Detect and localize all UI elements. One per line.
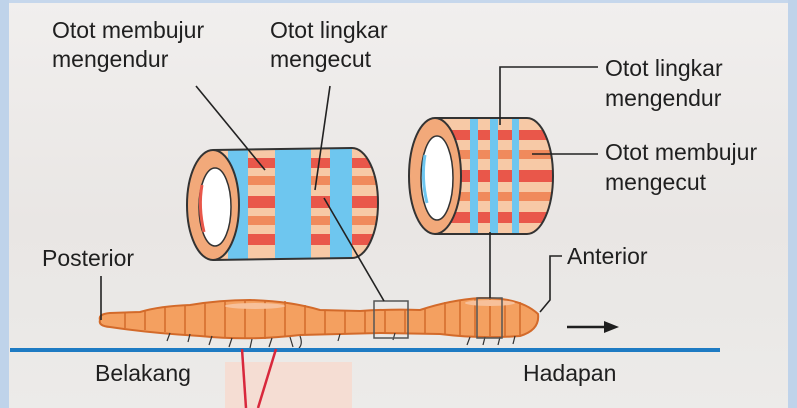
label-circular-relaxed-2: mengendur bbox=[605, 85, 722, 111]
circular-muscle-band bbox=[512, 110, 519, 245]
label-anterior: Anterior bbox=[567, 243, 648, 269]
label-longitudinal-relaxed-2: mengendur bbox=[52, 46, 169, 72]
earthworm bbox=[100, 298, 538, 348]
muscle-segment-contracted-longitudinal bbox=[400, 110, 560, 245]
circular-muscle-band bbox=[490, 110, 498, 245]
right-arrow-icon bbox=[567, 321, 619, 333]
label-circular-relaxed-1: Otot lingkar bbox=[605, 55, 723, 81]
label-circular-contracted-2: mengecut bbox=[270, 46, 372, 72]
label-belakang: Belakang bbox=[95, 360, 191, 386]
label-hadapan: Hadapan bbox=[523, 360, 616, 386]
circular-muscle-band bbox=[470, 110, 478, 245]
label-circular-contracted-1: Otot lingkar bbox=[270, 17, 388, 43]
label-posterior: Posterior bbox=[42, 245, 134, 271]
label-longitudinal-relaxed-1: Otot membujur bbox=[52, 17, 204, 43]
pointer-circular-relaxed bbox=[500, 67, 598, 125]
circular-muscle-band bbox=[330, 140, 352, 270]
label-longitudinal-contracted-2: mengecut bbox=[605, 169, 707, 195]
red-marks bbox=[242, 349, 276, 408]
label-longitudinal-contracted-1: Otot membujur bbox=[605, 139, 757, 165]
circular-muscle-band bbox=[275, 140, 311, 270]
pointer-anterior bbox=[540, 256, 562, 312]
muscle-segment-relaxed-longitudinal bbox=[180, 140, 390, 270]
